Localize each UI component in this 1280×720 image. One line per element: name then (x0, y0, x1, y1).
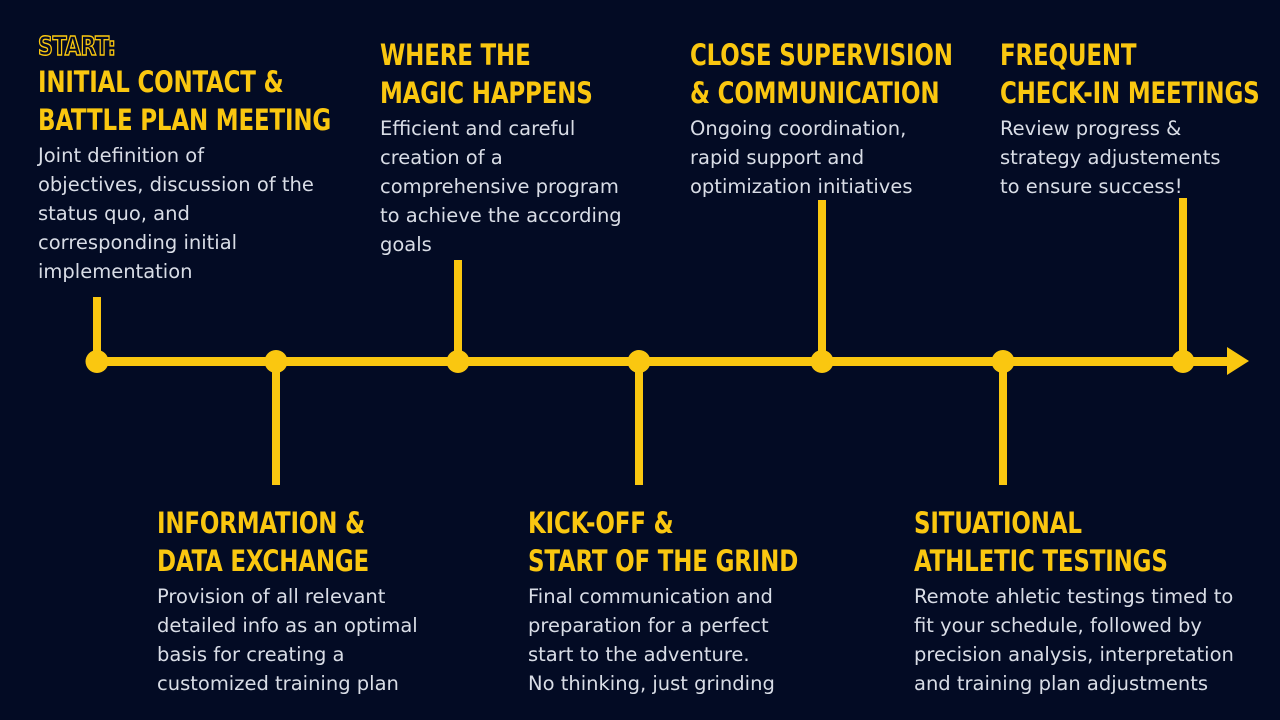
timeline-connector-7 (1179, 198, 1187, 361)
entry-body: Provision of all relevant detailed info … (157, 582, 437, 698)
timeline-entry-frequent-check-in: FREQUENT CHECK-IN MEETINGS Review progre… (1000, 36, 1280, 201)
entry-heading-line-2: START OF THE GRIND (528, 544, 799, 578)
entry-body-line: Ongoing coordination, (690, 117, 907, 140)
entry-body-line: corresponding initial (38, 231, 238, 254)
timeline-connector-5 (818, 200, 826, 361)
entry-heading-line-1: CLOSE SUPERVISION (690, 38, 953, 72)
entry-body-line: basis for creating a (157, 643, 345, 666)
entry-body-line: and training plan adjustments (914, 672, 1208, 695)
entry-body: Ongoing coordination, rapid support and … (690, 114, 980, 201)
timeline-node-7[interactable] (1171, 350, 1195, 373)
timeline-connector-6 (999, 361, 1007, 485)
entry-body-line: to achieve the according (380, 204, 622, 227)
entry-body-line: Joint definition of (38, 144, 205, 167)
entry-body-line: rapid support and (690, 146, 865, 169)
entry-body-line: customized training plan (157, 672, 399, 695)
entry-body-line: preparation for a perfect (528, 614, 769, 637)
entry-heading-line-1: FREQUENT (1000, 38, 1137, 72)
entry-body: Efficient and careful creation of a comp… (380, 114, 650, 259)
entry-body-line: strategy adjustements (1000, 146, 1221, 169)
entry-body-line: to ensure success! (1000, 175, 1183, 198)
entry-body-line: comprehensive program (380, 175, 619, 198)
entry-body-line: fit your schedule, followed by (914, 614, 1202, 637)
entry-heading-line-1: INFORMATION & (157, 506, 365, 540)
entry-eyebrow-start: START: (37, 31, 116, 62)
entry-body-line: Provision of all relevant (157, 585, 386, 608)
entry-heading-line-2: MAGIC HAPPENS (380, 76, 593, 110)
entry-heading-line-1: SITUATIONAL (914, 506, 1082, 540)
entry-body-line: start to the adventure. (528, 643, 750, 666)
entry-heading-line-1: INITIAL CONTACT & (38, 65, 284, 99)
timeline-node-1[interactable] (85, 350, 109, 373)
timeline-connector-3 (454, 260, 462, 361)
entry-heading-line-1: WHERE THE (380, 38, 531, 72)
timeline-entry-situational-athletic-testings: SITUATIONAL ATHLETIC TESTINGS Remote ahl… (914, 504, 1254, 698)
entry-body-line: goals (380, 233, 432, 256)
entry-body-line: optimization initiatives (690, 175, 913, 198)
timeline-entry-initial-contact: START: INITIAL CONTACT & BATTLE PLAN MEE… (37, 31, 338, 286)
timeline-entry-where-the-magic-happens: WHERE THE MAGIC HAPPENS Efficient and ca… (380, 36, 650, 259)
timeline-entry-kick-off: KICK-OFF & START OF THE GRIND Final comm… (528, 504, 808, 698)
timeline-connector-1 (93, 297, 101, 361)
entry-body-line: implementation (38, 260, 193, 283)
timeline-connector-4 (635, 361, 643, 485)
entry-body-line: Final communication and (528, 585, 773, 608)
entry-body-line: Efficient and careful (380, 117, 576, 140)
entry-body-line: objectives, discussion of the (38, 173, 314, 196)
entry-body: Review progress & strategy adjustements … (1000, 114, 1280, 201)
timeline-node-5[interactable] (810, 350, 834, 373)
entry-body: Final communication and preparation for … (528, 582, 808, 698)
entry-body-line: detailed info as an optimal (157, 614, 418, 637)
timeline-arrow-icon (1227, 347, 1249, 375)
timeline-axis-line (88, 357, 1230, 366)
entry-heading-line-2: ATHLETIC TESTINGS (914, 544, 1168, 578)
entry-body-line: Review progress & (1000, 117, 1182, 140)
entry-body-line: creation of a (380, 146, 503, 169)
timeline-entry-close-supervision: CLOSE SUPERVISION & COMMUNICATION Ongoin… (690, 36, 980, 201)
entry-body-line: status quo, and (38, 202, 190, 225)
entry-heading-line-2: DATA EXCHANGE (157, 544, 370, 578)
timeline-node-3[interactable] (446, 350, 470, 373)
timeline-connector-2 (272, 361, 280, 485)
entry-heading-line-2: & COMMUNICATION (690, 76, 940, 110)
entry-heading-line-2: BATTLE PLAN MEETING (38, 103, 332, 137)
entry-body-line: Remote ahletic testings timed to (914, 585, 1234, 608)
entry-body-line: No thinking, just grinding (528, 672, 775, 695)
entry-body-line: precision analysis, interpretation (914, 643, 1234, 666)
entry-body: Joint definition of objectives, discussi… (38, 141, 338, 286)
timeline-entry-information-data-exchange: INFORMATION & DATA EXCHANGE Provision of… (157, 504, 437, 698)
entry-body: Remote ahletic testings timed to fit you… (914, 582, 1254, 698)
entry-heading-line-2: CHECK-IN MEETINGS (1000, 76, 1260, 110)
entry-heading-line-1: KICK-OFF & (528, 506, 674, 540)
